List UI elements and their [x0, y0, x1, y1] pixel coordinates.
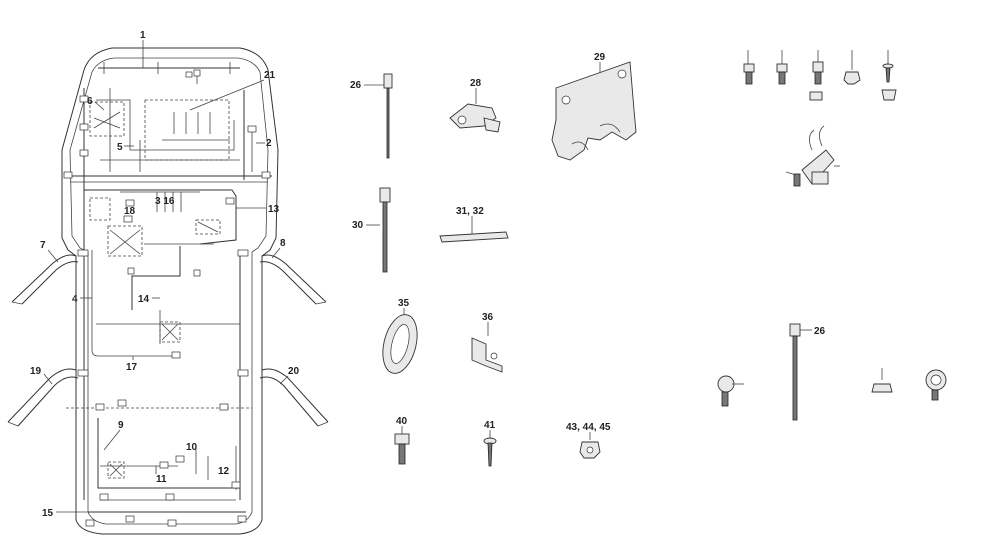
svg-text:36: 36 [482, 312, 494, 323]
svg-text:40: 40 [396, 416, 408, 427]
callout-11: 11 [156, 474, 167, 485]
part-28-clip: 28 [449, 78, 501, 133]
callout-7: 7 [40, 240, 46, 251]
junction-boxes [89, 101, 221, 479]
callout-3-16: 3 16 [155, 196, 175, 207]
wheel-arch-front-left [11, 254, 79, 305]
callout-19: 19 [30, 366, 42, 377]
callout-13: 13 [268, 204, 280, 215]
callout-15: 15 [42, 508, 54, 519]
part-31-32-pad: 31, 32 [439, 206, 509, 243]
hardware-cluster-top-right [743, 50, 897, 101]
vehicle-body-outline [61, 47, 279, 535]
svg-text:28: 28 [470, 78, 482, 89]
part-43-44-45-nut: 43, 44, 45 [566, 422, 611, 459]
callout-6: 6 [87, 96, 93, 107]
push-clip-right-b [925, 369, 947, 401]
harness-connectors [63, 95, 271, 527]
callout-10: 10 [186, 442, 198, 453]
callout-8: 8 [280, 238, 286, 249]
callout-20: 20 [288, 366, 300, 377]
svg-text:26: 26 [350, 80, 362, 91]
callout-2: 2 [266, 138, 272, 149]
callout-14: 14 [138, 294, 150, 305]
part-36-angle-bracket: 36 [471, 312, 503, 373]
vehicle-callouts: 1 21 6 5 2 3 16 18 13 7 8 4 14 17 19 20 … [30, 30, 300, 519]
part-41-screw: 41 [483, 420, 497, 467]
svg-text:43, 44, 45: 43, 44, 45 [566, 422, 611, 433]
push-clip-right-a [871, 368, 893, 393]
callout-18: 18 [124, 206, 136, 217]
callout-1: 1 [140, 30, 146, 41]
svg-text:31, 32: 31, 32 [456, 206, 484, 217]
harness-routes [83, 62, 253, 513]
svg-text:29: 29 [594, 52, 606, 63]
part-26-cable-tie-right: 26 [789, 323, 826, 421]
wheel-arch-front-right [259, 254, 327, 305]
svg-text:41: 41 [484, 420, 496, 431]
part-40-bolt: 40 [394, 416, 410, 465]
callout-12: 12 [218, 466, 230, 477]
callout-5: 5 [117, 142, 123, 153]
svg-text:30: 30 [352, 220, 364, 231]
part-26-cable-tie: 26 [350, 73, 393, 159]
callout-17: 17 [126, 362, 138, 373]
svg-text:35: 35 [398, 298, 410, 309]
callout-4: 4 [72, 294, 78, 305]
clamp-assembly [785, 125, 840, 187]
part-30-cable-tie: 30 [352, 187, 391, 273]
wheel-arch-rear-left [7, 368, 79, 427]
part-29-bracket: 29 [551, 52, 637, 161]
part-35-grommet: 35 [382, 298, 418, 374]
callout-9: 9 [118, 420, 124, 431]
wheel-arch-rear-right [259, 368, 329, 427]
callout-21: 21 [264, 70, 276, 81]
svg-text:26: 26 [814, 326, 826, 337]
push-clip-left [717, 375, 744, 407]
